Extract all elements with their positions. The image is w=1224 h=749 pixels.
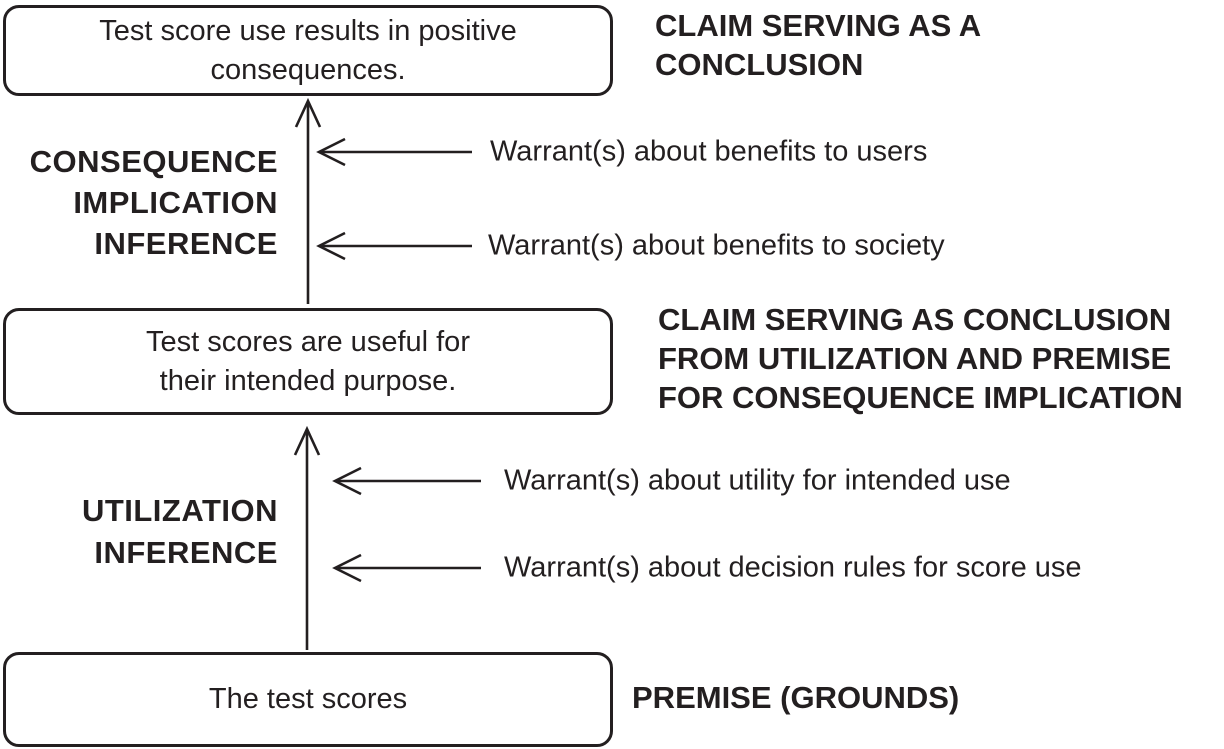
label-consequence-implication-inference: CONSEQUENCE IMPLICATION INFERENCE: [0, 141, 278, 264]
warrant-benefits-society: Warrant(s) about benefits to society: [488, 229, 945, 262]
label-line: UTILIZATION: [81, 493, 278, 528]
label-line: FROM UTILIZATION AND PREMISE: [658, 341, 1172, 376]
label-claim-serving-as-conclusion: CLAIM SERVING AS A CONCLUSION: [655, 6, 981, 84]
label-line: CLAIM SERVING AS CONCLUSION: [658, 302, 1172, 337]
claim-conclusion-box: Test score use results in positive conse…: [3, 5, 613, 96]
up-arrow-utilization-inference-icon: [293, 425, 321, 650]
claim-conclusion-text-line: consequences.: [210, 53, 406, 86]
label-line: CLAIM SERVING AS A: [655, 8, 982, 43]
claim-conclusion-text-line: Test score use results in positive: [99, 14, 517, 47]
up-arrow-consequence-inference-icon: [294, 97, 322, 304]
claim-utilization-text-line: their intended purpose.: [159, 364, 457, 397]
left-arrow-warrant-benefits-users-icon: [316, 137, 472, 167]
label-line: INFERENCE: [94, 226, 278, 261]
label-utilization-inference: UTILIZATION INFERENCE: [0, 490, 278, 574]
label-claim-conclusion-and-premise: CLAIM SERVING AS CONCLUSION FROM UTILIZA…: [658, 300, 1183, 417]
warrant-benefits-users: Warrant(s) about benefits to users: [490, 135, 928, 168]
label-line: PREMISE (GROUNDS): [632, 680, 960, 715]
left-arrow-warrant-utility-icon: [332, 466, 481, 496]
left-arrow-warrant-decision-rules-icon: [332, 553, 481, 583]
label-line: INFERENCE: [94, 535, 278, 570]
label-line: IMPLICATION: [73, 185, 278, 220]
claim-utilization-text-line: Test scores are useful for: [146, 325, 470, 358]
label-line: CONSEQUENCE: [29, 144, 278, 179]
label-line: FOR CONSEQUENCE IMPLICATION: [658, 380, 1183, 415]
label-line: CONCLUSION: [655, 47, 864, 82]
label-premise-grounds: PREMISE (GROUNDS): [632, 678, 959, 717]
left-arrow-warrant-benefits-society-icon: [316, 231, 472, 261]
premise-box: The test scores: [3, 652, 613, 747]
premise-text-line: The test scores: [208, 683, 408, 715]
warrant-decision-rules: Warrant(s) about decision rules for scor…: [504, 551, 1082, 584]
claim-utilization-box: Test scores are useful for their intende…: [3, 308, 613, 415]
warrant-utility-intended-use: Warrant(s) about utility for intended us…: [504, 464, 1011, 497]
